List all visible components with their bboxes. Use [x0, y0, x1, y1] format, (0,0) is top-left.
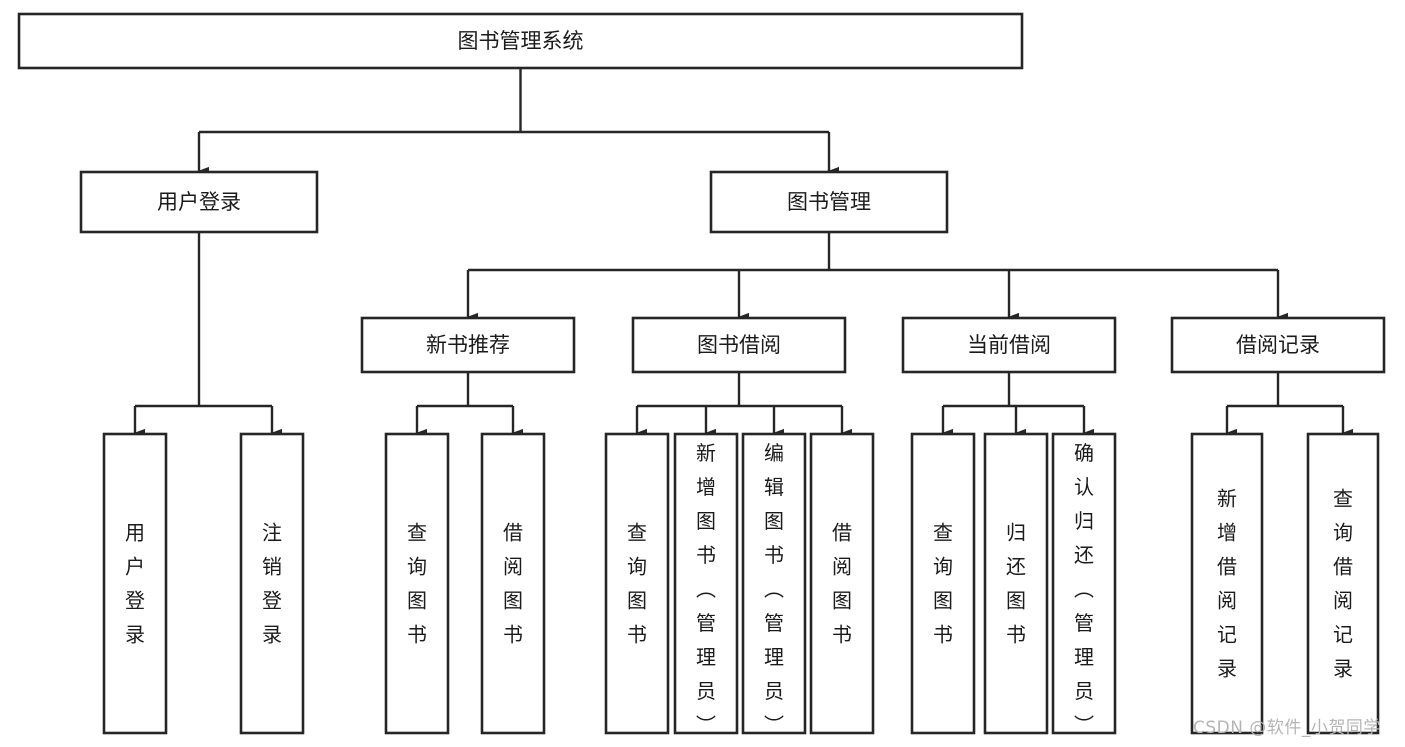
node-leaf8[interactable]: 借阅图书	[809, 432, 875, 735]
node-box-leaf9[interactable]	[910, 432, 976, 735]
node-leaf13[interactable]: 查询借阅记录	[1306, 432, 1380, 735]
node-leaf2[interactable]: 注销登录	[239, 432, 305, 735]
edge-group-current	[941, 372, 1094, 438]
node-leaf4[interactable]: 借阅图书	[480, 432, 546, 735]
node-leaf10[interactable]: 归还图书	[983, 432, 1049, 735]
edge-group-login	[133, 232, 282, 438]
node-box-leaf5[interactable]	[604, 432, 670, 735]
node-box-leaf13[interactable]	[1306, 432, 1380, 735]
node-box-records[interactable]	[1170, 316, 1386, 374]
node-current[interactable]: 当前借阅	[901, 316, 1117, 374]
node-box-login[interactable]	[79, 170, 319, 234]
node-label-leaf10: 归还图书	[1006, 521, 1026, 647]
node-label-leaf7: 编辑图书︵管理员︶	[764, 441, 784, 737]
node-leaf3[interactable]: 查询图书	[384, 432, 450, 735]
node-boxes: 图书管理系统用户登录图书管理新书推荐图书借阅当前借阅借阅记录用户登录注销登录查询…	[17, 12, 1386, 737]
edge-group-newbook	[415, 372, 523, 438]
node-borrow[interactable]: 图书借阅	[631, 316, 847, 374]
node-label-leaf4: 借阅图书	[503, 521, 523, 647]
node-leaf12[interactable]: 新增借阅记录	[1190, 432, 1264, 735]
node-label-current: 当前借阅	[967, 333, 1051, 357]
node-box-leaf1[interactable]	[102, 432, 168, 735]
node-label-records: 借阅记录	[1236, 333, 1320, 357]
node-label-leaf8: 借阅图书	[832, 521, 852, 647]
node-root[interactable]: 图书管理系统	[17, 12, 1024, 70]
node-leaf5[interactable]: 查询图书	[604, 432, 670, 735]
edge-group-root	[197, 68, 839, 176]
node-box-leaf12[interactable]	[1190, 432, 1264, 735]
edge-group-bookmgmt	[466, 232, 1288, 322]
node-box-leaf8[interactable]	[809, 432, 875, 735]
node-label-leaf5: 查询图书	[627, 521, 647, 647]
node-box-borrow[interactable]	[631, 316, 847, 374]
node-leaf9[interactable]: 查询图书	[910, 432, 976, 735]
node-newbook[interactable]: 新书推荐	[360, 316, 576, 374]
node-box-leaf3[interactable]	[384, 432, 450, 735]
node-label-bookmgmt: 图书管理	[787, 190, 871, 214]
node-label-leaf12: 新增借阅记录	[1217, 487, 1237, 681]
node-label-leaf9: 查询图书	[933, 521, 953, 647]
node-leaf6[interactable]: 新增图书︵管理员︶	[673, 432, 739, 737]
node-label-leaf11: 确认归还︵管理员︶	[1074, 441, 1094, 737]
node-login[interactable]: 用户登录	[79, 170, 319, 234]
node-box-current[interactable]	[901, 316, 1117, 374]
connector-edges	[133, 68, 1353, 438]
node-label-newbook: 新书推荐	[426, 333, 510, 357]
node-label-root: 图书管理系统	[458, 29, 584, 53]
node-box-bookmgmt[interactable]	[709, 170, 949, 234]
node-box-leaf11[interactable]	[1051, 432, 1117, 735]
node-leaf11[interactable]: 确认归还︵管理员︶	[1051, 432, 1117, 737]
node-leaf7[interactable]: 编辑图书︵管理员︶	[741, 432, 807, 737]
node-label-leaf3: 查询图书	[407, 521, 427, 647]
node-box-newbook[interactable]	[360, 316, 576, 374]
watermark-label: CSDN @软件_小贺同学	[1193, 718, 1381, 738]
node-label-leaf1: 用户登录	[125, 521, 145, 647]
node-label-leaf13: 查询借阅记录	[1333, 487, 1353, 681]
node-label-leaf6: 新增图书︵管理员︶	[696, 441, 716, 737]
node-box-leaf6[interactable]	[673, 432, 739, 735]
node-box-leaf2[interactable]	[239, 432, 305, 735]
node-label-leaf2: 注销登录	[262, 521, 282, 647]
edge-group-records	[1225, 372, 1353, 438]
node-records[interactable]: 借阅记录	[1170, 316, 1386, 374]
node-leaf1[interactable]: 用户登录	[102, 432, 168, 735]
node-label-login: 用户登录	[157, 190, 241, 214]
node-box-leaf4[interactable]	[480, 432, 546, 735]
node-box-leaf10[interactable]	[983, 432, 1049, 735]
node-box-leaf7[interactable]	[741, 432, 807, 735]
edge-group-borrow	[635, 372, 852, 438]
node-label-borrow: 图书借阅	[697, 333, 781, 357]
node-bookmgmt[interactable]: 图书管理	[709, 170, 949, 234]
node-box-root[interactable]	[17, 12, 1024, 70]
